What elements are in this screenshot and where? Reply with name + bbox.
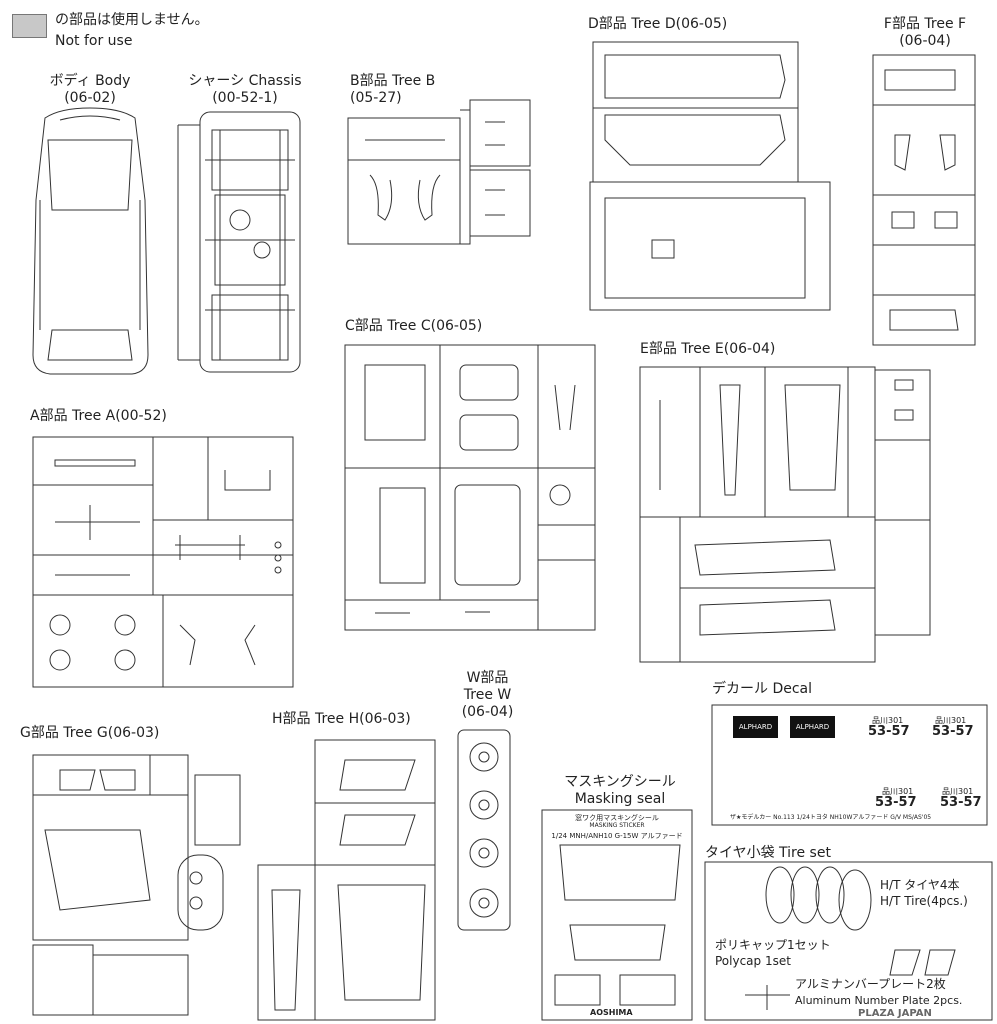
tree-h-runner: [257, 739, 436, 1021]
chassis-part: [177, 111, 301, 373]
tree-e-runner: [639, 366, 931, 663]
masking-title-jp: 窓ワク用マスキングシール: [575, 814, 659, 822]
tire-set-outline: [704, 861, 993, 1021]
plate-label-en: Aluminum Number Plate 2pcs.: [795, 994, 963, 1007]
decal-brand-1: ALPHARD: [733, 716, 778, 738]
tree-f-runner: [872, 54, 976, 346]
decal-plate-num-4: 53-57: [940, 795, 982, 810]
tree-h-title: H部品 Tree H(06-03): [272, 711, 411, 727]
tree-d-runner: [589, 41, 831, 311]
tree-b-title: B部品 Tree B(05-27): [350, 73, 436, 106]
tire-label-jp: H/T タイヤ4本: [880, 878, 960, 892]
decal-footer: ザ★モデルカー No.113 1/24トヨタ NH10Wアルファード G/V M…: [730, 814, 932, 821]
tree-g-title: G部品 Tree G(06-03): [20, 725, 160, 741]
polycap-label-jp: ポリキャップ1セット: [715, 938, 831, 952]
legend-jp: の部品は使用しません。: [55, 12, 209, 28]
decal-plate-num-2: 53-57: [932, 724, 974, 739]
chassis-title: シャーシ Chassis(00-52-1): [188, 73, 302, 106]
tree-e-title: E部品 Tree E(06-04): [640, 341, 776, 357]
tree-c-title: C部品 Tree C(06-05): [345, 318, 483, 334]
plate-label-jp: アルミナンバープレート2枚: [795, 977, 946, 991]
masking-sheet-outline: [541, 809, 693, 1021]
decal-plate-top-4: 品川301: [942, 787, 974, 796]
tree-c-runner: [344, 344, 596, 631]
masking-maker: AOSHIMA: [590, 1008, 633, 1017]
body-title: ボディ Body(06-02): [49, 73, 131, 106]
tire-label-en: H/T Tire(4pcs.): [880, 894, 968, 908]
tree-g-runner: [32, 754, 241, 1016]
decal-plate-top-2: 品川301: [935, 716, 967, 725]
masking-model: 1/24 MNH/ANH10 G-15W アルファード: [551, 832, 683, 840]
tree-a-title: A部品 Tree A(00-52): [30, 408, 167, 424]
decal-title: デカール Decal: [712, 681, 813, 697]
legend-en: Not for use: [55, 33, 133, 49]
tree-w-runner: [457, 729, 511, 931]
tire-set-title: タイヤ小袋 Tire set: [705, 845, 831, 861]
tree-b-runner: [347, 99, 531, 245]
decal-plate-num-1: 53-57: [868, 724, 910, 739]
tree-d-title: D部品 Tree D(06-05): [588, 16, 728, 32]
decal-plate-num-3: 53-57: [875, 795, 917, 810]
decal-brand-2: ALPHARD: [790, 716, 835, 738]
decal-sheet-outline: [711, 704, 988, 826]
tree-f-title: F部品 Tree F(06-04): [883, 16, 967, 49]
decal-plate-top-1: 品川301: [872, 716, 904, 725]
watermark-logo: PLAZA JAPAN: [858, 1008, 932, 1019]
not-for-use-swatch: [12, 14, 47, 38]
masking-title-en: MASKING STICKER: [589, 822, 645, 829]
tree-a-runner: [32, 436, 294, 688]
polycap-label-en: Polycap 1set: [715, 954, 791, 968]
decal-plate-top-3: 品川301: [882, 787, 914, 796]
body-part: [32, 107, 149, 375]
